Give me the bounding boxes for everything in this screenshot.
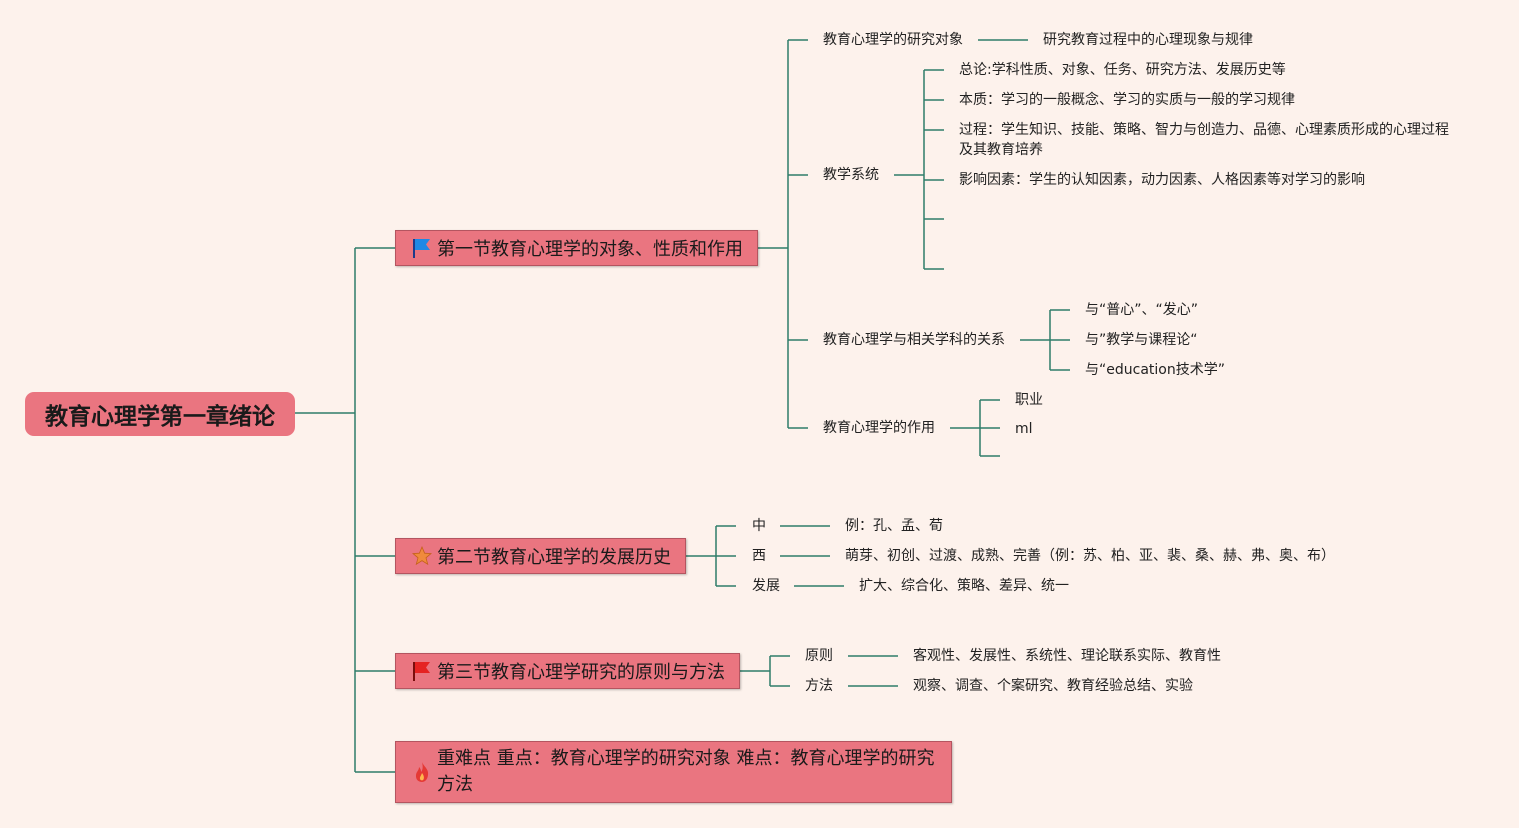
section-4-node[interactable]: 重难点 重点：教育心理学的研究对象 难点：教育心理学的研究方法 xyxy=(395,741,952,803)
section-2-label: 第二节教育心理学的发展历史 xyxy=(437,547,671,568)
section-3-node[interactable]: 第三节教育心理学研究的原则与方法 xyxy=(395,653,740,689)
section-1-node[interactable]: 第一节教育心理学的对象、性质和作用 xyxy=(395,230,758,266)
leaf-general-theory[interactable]: 总论:学科性质、对象、任务、研究方法、发展历史等 xyxy=(959,62,1286,78)
fire-icon xyxy=(412,761,432,783)
section-1-label: 第一节教育心理学的对象、性质和作用 xyxy=(437,239,743,260)
topic-teaching-system[interactable]: 教学系统 xyxy=(823,167,879,183)
topic-principles[interactable]: 原则 xyxy=(805,648,833,664)
leaf-career[interactable]: 职业 xyxy=(1015,392,1043,408)
blue-flag-icon xyxy=(412,237,432,259)
topic-related-disciplines[interactable]: 教育心理学与相关学科的关系 xyxy=(823,332,1005,348)
leaf-principles-list[interactable]: 客观性、发展性、系统性、理论联系实际、教育性 xyxy=(913,648,1221,664)
section-3-label: 第三节教育心理学研究的原则与方法 xyxy=(437,662,725,683)
red-flag-icon xyxy=(412,660,432,682)
topic-methods[interactable]: 方法 xyxy=(805,678,833,694)
leaf-research-object-desc[interactable]: 研究教育过程中的心理现象与规律 xyxy=(1043,32,1253,48)
section-4-label: 重难点 重点：教育心理学的研究对象 难点：教育心理学的研究方法 xyxy=(437,748,935,795)
leaf-curriculum-relation[interactable]: 与”教学与课程论“ xyxy=(1085,332,1198,348)
topic-west[interactable]: 西 xyxy=(752,548,766,564)
leaf-development-trends[interactable]: 扩大、综合化、策略、差异、统一 xyxy=(859,578,1069,594)
leaf-process[interactable]: 过程：学生知识、技能、策略、智力与创造力、品德、心理素质形成的心理过程及其教育培… xyxy=(959,122,1449,158)
root-topic[interactable]: 教育心理学第一章绪论 xyxy=(25,392,295,436)
leaf-psychology-relation[interactable]: 与“普心”、“发心” xyxy=(1085,302,1199,318)
leaf-essence[interactable]: 本质：学习的一般概念、学习的实质与一般的学习规律 xyxy=(959,92,1295,108)
leaf-china-examples[interactable]: 例：孔、孟、荀 xyxy=(845,518,943,534)
topic-china[interactable]: 中 xyxy=(752,518,766,534)
star-icon xyxy=(411,545,433,567)
topic-research-object[interactable]: 教育心理学的研究对象 xyxy=(823,32,963,48)
leaf-influencing-factors[interactable]: 影响因素：学生的认知因素，动力因素、人格因素等对学习的影响 xyxy=(959,172,1365,188)
leaf-west-stages[interactable]: 萌芽、初创、过渡、成熟、完善（例：苏、柏、亚、裴、桑、赫、弗、奥、布） xyxy=(845,548,1335,564)
topic-development[interactable]: 发展 xyxy=(752,578,780,594)
topic-role[interactable]: 教育心理学的作用 xyxy=(823,420,935,436)
leaf-ml[interactable]: ml xyxy=(1015,421,1033,437)
section-2-node[interactable]: 第二节教育心理学的发展历史 xyxy=(395,538,686,574)
leaf-methods-list[interactable]: 观察、调查、个案研究、教育经验总结、实验 xyxy=(913,678,1193,694)
leaf-edtech-relation[interactable]: 与“education技术学” xyxy=(1085,362,1225,378)
